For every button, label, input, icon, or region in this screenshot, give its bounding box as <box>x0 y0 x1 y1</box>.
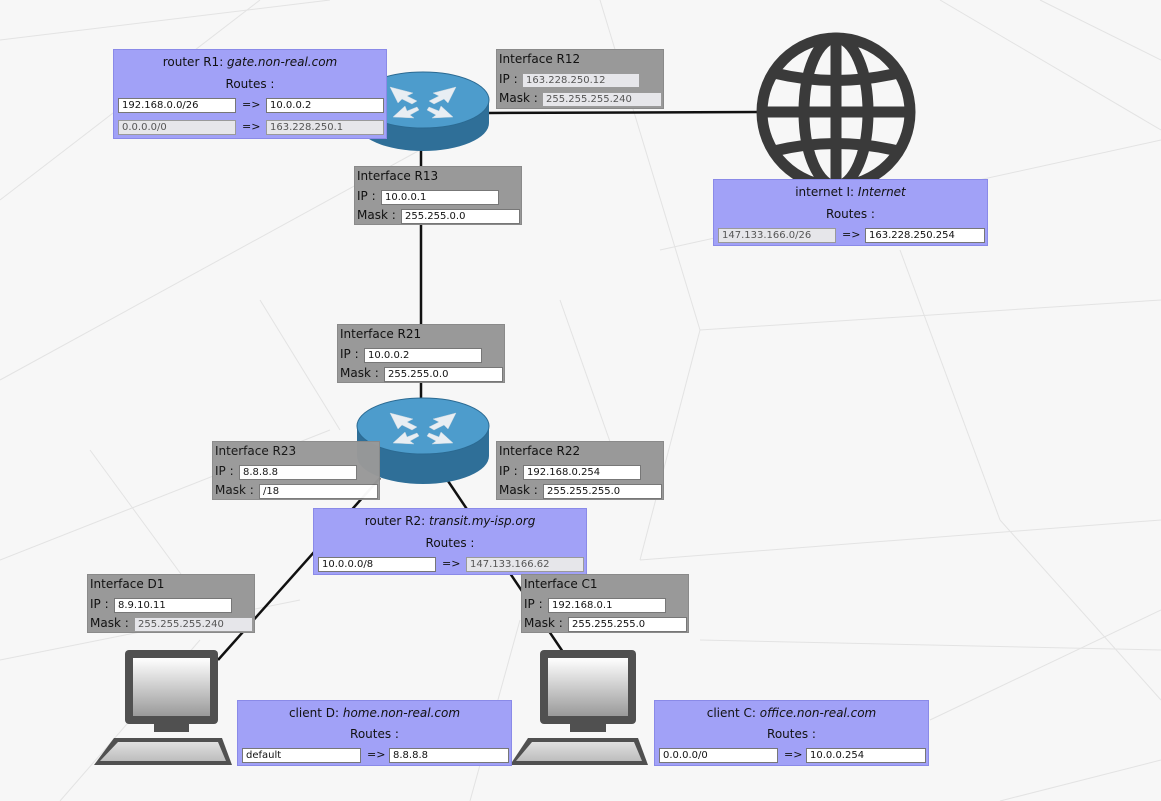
interface-r23-panel: Interface R23 IP : 8.8.8.8 Mask : /18 <box>212 441 380 500</box>
mask-field[interactable]: 255.255.0.0 <box>401 209 520 224</box>
mask-label: Mask : <box>90 616 129 630</box>
ip-field[interactable]: 10.0.0.2 <box>364 348 482 363</box>
ip-label: IP : <box>499 72 518 86</box>
internet-id: I <box>846 185 851 199</box>
client-hostname: office.non-real.com <box>759 706 877 720</box>
client-c-panel: client C: office.non-real.com Routes : 0… <box>654 700 929 766</box>
interface-r12-panel: Interface R12 IP : 163.228.250.12 Mask :… <box>496 49 664 109</box>
ip-label: IP : <box>357 189 376 203</box>
route-dest-field[interactable]: default <box>242 748 361 763</box>
mask-field: 255.255.255.240 <box>542 92 662 107</box>
routes-label: Routes : <box>425 536 475 550</box>
computer-icon[interactable] <box>92 648 232 768</box>
ip-field: 163.228.250.12 <box>522 73 640 88</box>
route-arrow: => <box>242 98 261 111</box>
routes-label: Routes : <box>826 207 875 221</box>
mask-field: 255.255.255.240 <box>134 617 253 632</box>
route-dest-field[interactable]: 10.0.0.0/8 <box>318 557 436 572</box>
interface-title: Interface R23 <box>215 444 297 458</box>
client-id: C <box>743 706 752 720</box>
mask-label: Mask : <box>524 616 563 630</box>
client-prefix: client <box>706 706 740 720</box>
route-gateway-field[interactable]: 163.228.250.254 <box>865 228 985 243</box>
routes-label: Routes : <box>225 77 275 91</box>
ip-field[interactable]: 192.168.0.1 <box>548 598 666 613</box>
interface-title: Interface R13 <box>357 169 439 183</box>
interface-r13-panel: Interface R13 IP : 10.0.0.1 Mask : 255.2… <box>354 166 522 225</box>
mask-field[interactable]: 255.255.0.0 <box>384 367 503 382</box>
mask-label: Mask : <box>499 483 538 497</box>
mask-field[interactable]: /18 <box>259 484 378 499</box>
internet-name: Internet <box>857 185 906 199</box>
router-icon[interactable] <box>355 388 491 488</box>
internet-prefix: internet <box>795 185 843 199</box>
ip-label: IP : <box>90 597 109 611</box>
mask-label: Mask : <box>215 483 254 497</box>
interface-title: Interface R22 <box>499 444 581 458</box>
routes-label: Routes : <box>350 727 399 741</box>
client-d-title: client D: home.non-real.com <box>288 706 461 720</box>
interface-title: Interface R12 <box>499 52 581 66</box>
ip-field[interactable]: 192.168.0.254 <box>523 465 641 480</box>
ip-label: IP : <box>215 464 234 478</box>
router-hostname: gate.non-real.com <box>227 55 338 69</box>
router-prefix: router <box>162 55 200 69</box>
interface-title: Interface C1 <box>524 577 598 591</box>
router-r2-panel: router R2: transit.my-isp.org Routes : 1… <box>313 508 587 575</box>
client-c-title: client C: office.non-real.com <box>706 706 877 720</box>
router-r1-panel: router R1: gate.non-real.com Routes : 19… <box>113 49 387 139</box>
router-icon[interactable] <box>355 55 491 155</box>
ip-field[interactable]: 8.9.10.11 <box>114 598 232 613</box>
interface-r22-panel: Interface R22 IP : 192.168.0.254 Mask : … <box>496 441 664 500</box>
mask-field[interactable]: 255.255.255.0 <box>543 484 662 499</box>
mask-label: Mask : <box>340 366 379 380</box>
interface-c1-panel: Interface C1 IP : 192.168.0.1 Mask : 255… <box>521 574 689 633</box>
client-id: D <box>325 706 335 720</box>
interface-title: Interface D1 <box>90 577 165 591</box>
router-r2-title: router R2: transit.my-isp.org <box>364 514 536 528</box>
interface-title: Interface R21 <box>340 327 422 341</box>
route-arrow: => <box>784 748 803 761</box>
client-d-panel: client D: home.non-real.com Routes : def… <box>237 700 512 766</box>
interface-r21-panel: Interface R21 IP : 10.0.0.2 Mask : 255.2… <box>337 324 505 383</box>
router-id: R2 <box>405 514 422 528</box>
route-dest-field[interactable]: 192.168.0.0/26 <box>118 98 236 113</box>
router-r1-title: router R1: gate.non-real.com <box>162 55 338 69</box>
ip-label: IP : <box>340 347 359 361</box>
route-arrow: => <box>242 120 261 133</box>
client-prefix: client <box>288 706 322 720</box>
link-r1-internet <box>487 110 761 115</box>
route-arrow: => <box>442 557 461 570</box>
internet-title: internet I: Internet <box>795 185 906 199</box>
route-arrow: => <box>842 228 861 241</box>
route-gateway-field: 163.228.250.1 <box>266 120 384 135</box>
route-gateway-field[interactable]: 10.0.0.254 <box>806 748 926 763</box>
ip-field[interactable]: 10.0.0.1 <box>381 190 499 205</box>
mask-label: Mask : <box>499 91 538 105</box>
globe-icon[interactable] <box>752 28 920 196</box>
internet-panel: internet I: Internet Routes : 147.133.16… <box>713 179 988 246</box>
route-arrow: => <box>367 748 386 761</box>
mask-field[interactable]: 255.255.255.0 <box>568 617 687 632</box>
route-dest-field[interactable]: 0.0.0.0/0 <box>659 748 778 763</box>
route-gateway-field: 147.133.166.62 <box>466 557 584 572</box>
routes-label: Routes : <box>767 727 816 741</box>
ip-label: IP : <box>524 597 543 611</box>
ip-field[interactable]: 8.8.8.8 <box>239 465 357 480</box>
route-dest-field: 147.133.166.0/26 <box>718 228 836 243</box>
ip-label: IP : <box>499 464 518 478</box>
router-id: R1 <box>203 55 220 69</box>
router-prefix: router <box>364 514 402 528</box>
route-gateway-field[interactable]: 10.0.0.2 <box>266 98 384 113</box>
interface-d1-panel: Interface D1 IP : 8.9.10.11 Mask : 255.2… <box>87 574 255 633</box>
route-gateway-field[interactable]: 8.8.8.8 <box>389 748 509 763</box>
route-dest-field: 0.0.0.0/0 <box>118 120 236 135</box>
client-hostname: home.non-real.com <box>342 706 461 720</box>
router-hostname: transit.my-isp.org <box>429 514 536 528</box>
computer-icon[interactable] <box>510 648 650 768</box>
mask-label: Mask : <box>357 208 396 222</box>
